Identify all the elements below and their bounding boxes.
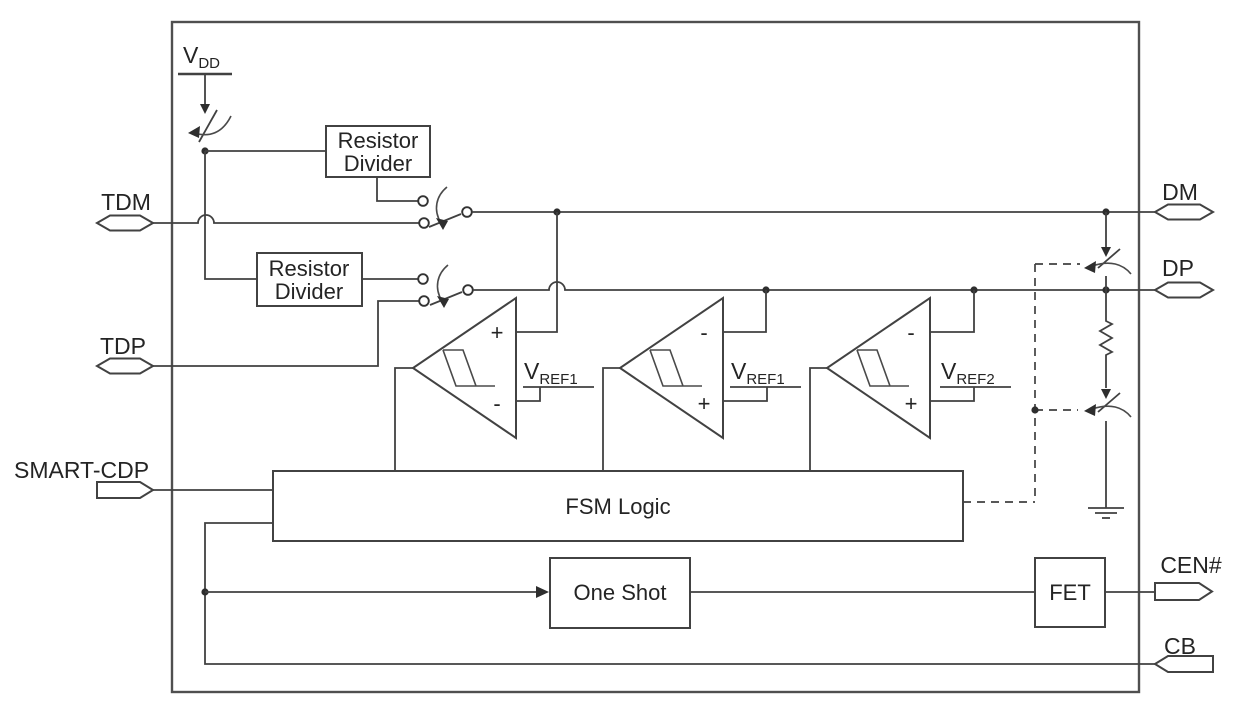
comparator-minus-sign: - [700, 320, 707, 345]
comp3-output-wire [809, 367, 827, 471]
vref1-label: VREF1 [524, 358, 578, 388]
cen-pin-symbol [1154, 582, 1214, 601]
chip-outline [170, 20, 1141, 694]
hysteresis-icon [649, 349, 702, 387]
comparator-2: - + VREF1 [602, 290, 801, 471]
vdd-to-divider2-wire [204, 151, 257, 280]
vdd-label: VDD [183, 42, 220, 72]
fet-block: FET [1034, 557, 1106, 628]
hysteresis-icon [856, 349, 909, 387]
dp-wire [473, 281, 1155, 291]
resistor-divider-top-line1: Resistor [338, 128, 419, 153]
tdp-pin: TDP [94, 300, 419, 375]
dm-pin: DM [1152, 179, 1216, 221]
comparator-3: - + VREF2 [809, 290, 1011, 471]
tdm-wire [153, 214, 419, 224]
cen-pin: CEN# [1154, 552, 1222, 601]
dp-pin-label: DP [1162, 255, 1194, 281]
cb-feedback-path [201, 522, 1155, 665]
spdt-switch-dm-icon [417, 186, 473, 230]
comp1-ref-wire [516, 387, 541, 402]
vdd-switch-icon [188, 109, 232, 143]
tdp-pin-symbol [94, 357, 156, 375]
tdp-pin-label: TDP [100, 333, 146, 359]
dp-bus [473, 281, 1155, 294]
comp2-ref-wire [723, 387, 768, 402]
fsm-logic-block: FSM Logic [272, 470, 964, 542]
cb-pin-label: CB [1164, 633, 1196, 659]
comparator-plus-sign: + [698, 391, 711, 416]
comparator-triangle [825, 296, 931, 440]
spdt-switch-dp-icon [417, 264, 474, 308]
ground-icon [1088, 507, 1124, 519]
comparator-minus-sign: - [493, 391, 500, 416]
cb-pin-symbol [1153, 655, 1214, 673]
dm-pin-symbol [1152, 203, 1216, 221]
resistor-divider-bottom-block: Resistor Divider [256, 252, 418, 307]
vref2-label: VREF2 [941, 358, 995, 388]
comp1-input-wire [516, 212, 558, 333]
hysteresis-icon [442, 349, 495, 387]
tdp-wire [153, 300, 419, 367]
dp-pin: DP [1152, 255, 1216, 299]
comparator-plus-sign: + [905, 391, 918, 416]
fsm-control-dashed-line [963, 263, 1080, 503]
vref1-label: VREF1 [731, 358, 785, 388]
vdd-supply: VDD [178, 42, 326, 280]
comp1-output-wire [394, 367, 413, 471]
pulldown-switch-icon [1084, 389, 1132, 508]
smart-cdp-pin: SMART-CDP [14, 457, 273, 499]
dm-dp-short-switch-icon [1084, 212, 1132, 290]
dm-bus [472, 208, 1155, 216]
one-shot-trigger-arrow [536, 586, 549, 598]
dm-pin-label: DM [1162, 179, 1198, 205]
comparator-triangle [618, 296, 724, 440]
fet-label: FET [1049, 580, 1091, 605]
smart-cdp-pin-symbol [96, 481, 155, 499]
switch-contact-arrow [200, 104, 210, 114]
cen-pin-label: CEN# [1160, 552, 1222, 578]
comp2-input-wire [723, 290, 767, 333]
comparator-1: + - VREF1 [394, 212, 594, 471]
comparator-triangle [411, 296, 517, 440]
tdm-pin-label: TDM [101, 189, 151, 215]
resistor-divider-top-block: Resistor Divider [325, 125, 431, 202]
smart-cdp-pin-label: SMART-CDP [14, 457, 149, 483]
one-shot-block: One Shot [549, 557, 691, 629]
resistor-divider-bottom-line1: Resistor [269, 256, 350, 281]
resistor-divider-top-line2: Divider [344, 151, 412, 176]
comparator-plus-sign: + [491, 320, 504, 345]
resistor-icon [1098, 290, 1114, 388]
divider1-output-wire [376, 177, 418, 202]
cb-pin: CB [1153, 633, 1214, 673]
comp3-input-wire [930, 290, 975, 333]
comp2-output-wire [602, 367, 620, 471]
tdm-pin-symbol [94, 214, 156, 232]
dp-pin-symbol [1152, 281, 1216, 299]
junction-dot [1031, 406, 1039, 414]
one-shot-label: One Shot [574, 580, 667, 605]
tdm-pin: TDM [94, 189, 419, 232]
fsm-logic-label: FSM Logic [565, 494, 670, 519]
resistor-divider-bottom-line2: Divider [275, 279, 343, 304]
comparator-minus-sign: - [907, 320, 914, 345]
comp3-ref-wire [930, 387, 975, 402]
